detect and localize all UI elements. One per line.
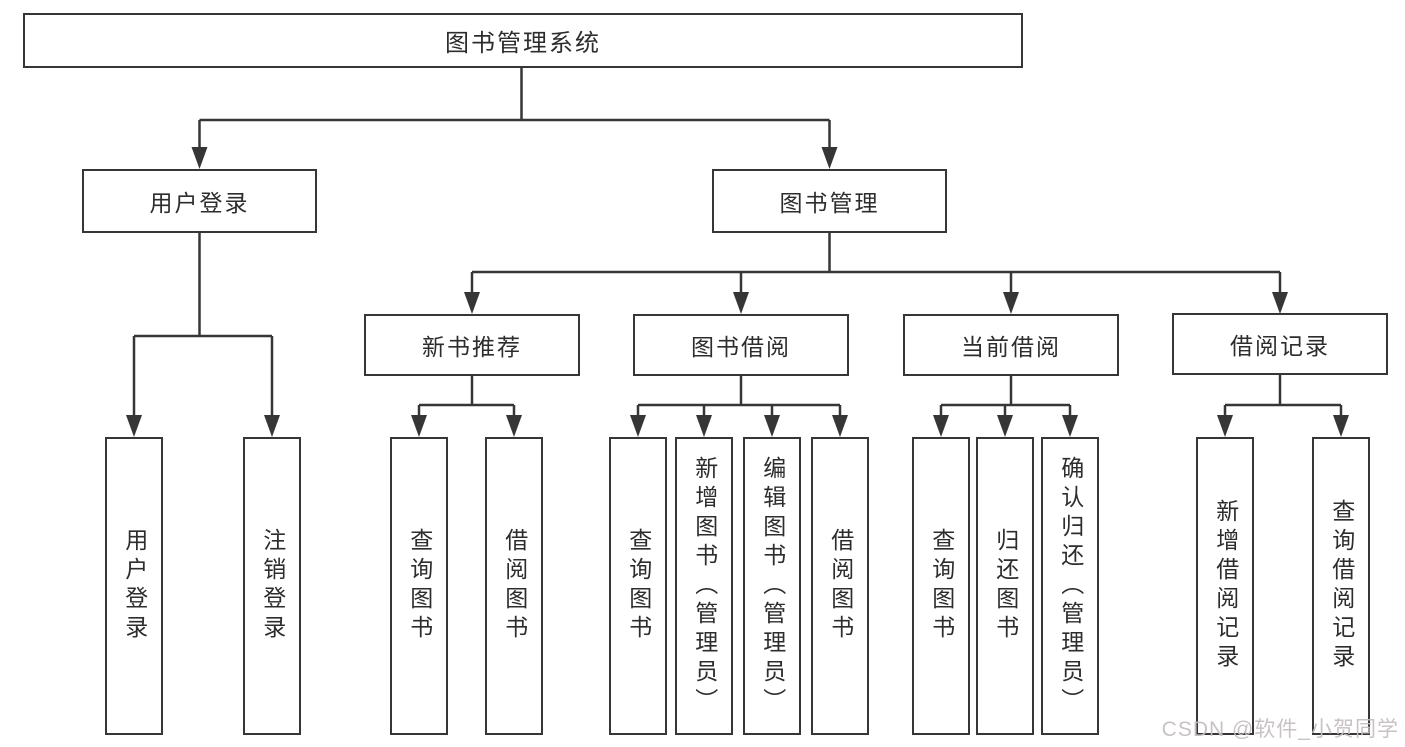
node-label: 归还图书 [992, 528, 1019, 644]
leaf-borrow-books: 借阅图书 [811, 437, 869, 735]
leaf-query-books: 查询图书 [912, 437, 970, 735]
node-label: 图书管理 [779, 190, 880, 216]
node-user-login: 用户登录 [82, 169, 317, 233]
node-label: 用户登录 [121, 528, 148, 644]
leaf-confirm-return-admin: 确认归还（管理员） [1041, 437, 1099, 735]
csdn-watermark: CSDN @软件_小贺同学 [1161, 718, 1399, 741]
node-book-borrow: 图书借阅 [633, 314, 849, 376]
node-label: 查询借阅记录 [1328, 499, 1355, 673]
node-label: 新增图书（管理员） [691, 455, 718, 717]
node-current-borrow: 当前借阅 [903, 314, 1119, 376]
node-label: 查询图书 [406, 528, 433, 644]
node-label: 编辑图书（管理员） [759, 455, 786, 717]
leaf-borrow-books: 借阅图书 [485, 437, 543, 735]
leaf-query-books: 查询图书 [609, 437, 667, 735]
node-label: 注销登录 [259, 528, 286, 644]
node-new-book-recommend: 新书推荐 [364, 314, 580, 376]
node-label: 当前借阅 [961, 334, 1061, 360]
node-label: 图书借阅 [691, 334, 791, 360]
leaf-edit-books-admin: 编辑图书（管理员） [743, 437, 801, 735]
leaf-add-borrow-record: 新增借阅记录 [1196, 437, 1254, 735]
node-library-system: 图书管理系统 [23, 13, 1023, 68]
node-label: 确认归还（管理员） [1057, 455, 1084, 717]
node-label: 图书管理系统 [445, 30, 601, 57]
node-label: 借阅图书 [501, 528, 528, 644]
node-label: 新书推荐 [422, 334, 522, 360]
leaf-user-login: 用户登录 [105, 437, 163, 735]
leaf-query-books: 查询图书 [390, 437, 448, 735]
node-label: 借阅记录 [1230, 333, 1330, 359]
node-label: 用户登录 [149, 190, 250, 216]
leaf-add-books-admin: 新增图书（管理员） [675, 437, 733, 735]
leaf-logout: 注销登录 [243, 437, 301, 735]
node-book-management: 图书管理 [712, 169, 947, 233]
node-label: 新增借阅记录 [1212, 499, 1239, 673]
leaf-query-borrow-record: 查询借阅记录 [1312, 437, 1370, 735]
node-label: 借阅图书 [827, 528, 854, 644]
node-label: 查询图书 [928, 528, 955, 644]
leaf-return-books: 归还图书 [976, 437, 1034, 735]
node-borrow-records: 借阅记录 [1172, 313, 1388, 375]
node-label: 查询图书 [625, 528, 652, 644]
